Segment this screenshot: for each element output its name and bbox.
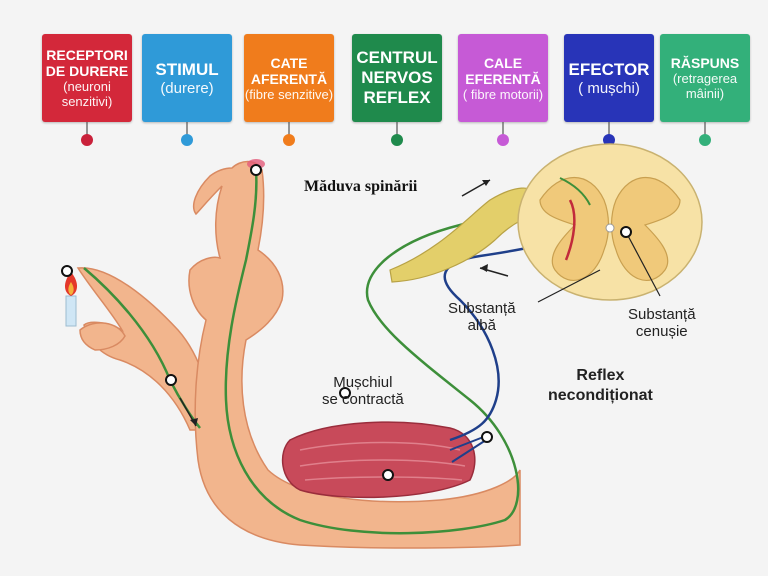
legend-box-4: CENTRUL NERVOS REFLEX	[352, 34, 442, 122]
pointer-lines	[537, 231, 661, 303]
left-hand	[76, 267, 212, 431]
gray-matter-line-1: Substanță	[628, 306, 696, 323]
legend-box-subtitle: (durere)	[160, 79, 214, 97]
legend-box-subtitle: (fibre senzitive)	[244, 86, 334, 102]
gray-matter-label: Substanță cenușie	[628, 306, 696, 340]
muscle-line-1: Mușchiul	[333, 374, 393, 391]
legend-box-7: RĂSPUNS(retragerea mâinii)	[660, 34, 750, 122]
legend-box-subtitle: ( mușchi)	[578, 79, 640, 97]
reflex-line-2: necondiționat	[548, 387, 653, 404]
sensory-nerve	[224, 169, 546, 535]
legend-box-title: CALE EFERENTĂ	[465, 54, 541, 87]
connector-dot	[181, 134, 193, 146]
box-connectors	[81, 122, 711, 146]
legend-box-subtitle: (retragerea mâinii)	[672, 71, 738, 101]
connector-dot	[699, 134, 711, 146]
reflex-label: Reflex necondiționat	[548, 366, 653, 406]
connector-dot	[603, 134, 615, 146]
legend-box-subtitle: ( fibre motorii)	[462, 86, 544, 102]
white-matter-line-1: Substanță	[448, 300, 516, 317]
legend-box-5: CALE EFERENTĂ( fibre motorii)	[458, 34, 548, 122]
legend-box-6: EFECTOR( mușchi)	[564, 34, 654, 122]
gray-matter-line-2: cenușie	[635, 323, 688, 340]
legend-box-subtitle: (neuroni senzitivi)	[61, 79, 113, 109]
connector-dot	[497, 134, 509, 146]
motor-nerve	[443, 236, 566, 442]
legend-box-title: RECEPTORI DE DURERE	[45, 47, 129, 79]
biceps-muscle	[281, 421, 476, 499]
markers	[61, 164, 632, 481]
connector-dot	[283, 134, 295, 146]
legend-box-title: RĂSPUNS	[670, 55, 740, 71]
legend-box-title: CATE AFERENTĂ	[250, 54, 328, 87]
spinal-cord-label: Măduva spinării	[304, 178, 418, 195]
white-matter-label: Substanță albă	[448, 300, 516, 334]
spinal-cord	[517, 143, 703, 301]
legend-box-title: CENTRUL NERVOS REFLEX	[356, 48, 438, 107]
legend-box-2: STIMUL(durere)	[142, 34, 232, 122]
connector-dot	[391, 134, 403, 146]
connector-dot	[81, 134, 93, 146]
muscle-line-2: se contractă	[322, 391, 404, 408]
arrow-icon	[179, 179, 509, 427]
legend-box-title: STIMUL	[155, 59, 219, 79]
muscle-label: Mușchiul se contractă	[322, 374, 404, 408]
candle-flame-icon	[64, 272, 78, 327]
legend-box-1: RECEPTORI DE DURERE(neuroni senzitivi)	[42, 34, 132, 122]
reflex-line-1: Reflex	[576, 367, 625, 384]
white-matter-line-2: albă	[467, 317, 496, 334]
legend-box-3: CATE AFERENTĂ(fibre senzitive)	[244, 34, 334, 122]
legend-box-title: EFECTOR	[568, 59, 650, 79]
